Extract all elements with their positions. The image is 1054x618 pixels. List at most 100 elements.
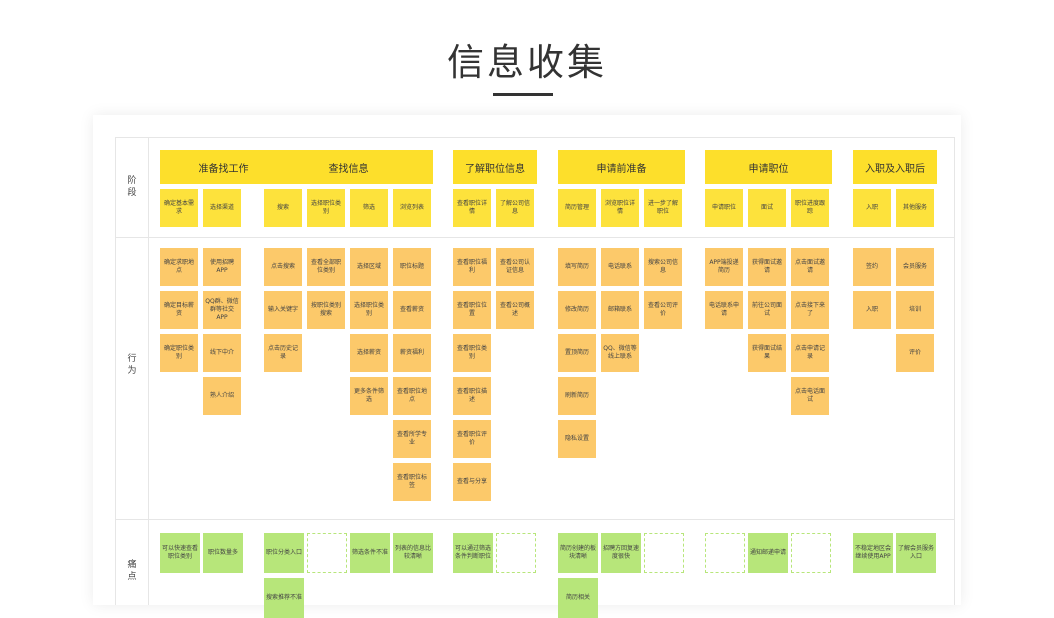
action-note: 输入关键字 [264, 291, 302, 329]
empty-pain-slot [705, 533, 745, 573]
action-note: 查看职位描述 [453, 377, 491, 415]
substage-note: 职位进度跟踪 [791, 189, 829, 227]
action-note: 查看所学专业 [393, 420, 431, 458]
action-note: 入职 [853, 291, 891, 329]
action-note: 获得面试邀请 [748, 248, 786, 286]
pain-note: 可以快速查看职位类别 [160, 533, 200, 573]
action-note: 前往公司面试 [748, 291, 786, 329]
pain-note: 筛选条件不准 [350, 533, 390, 573]
substage-note: 面试 [748, 189, 786, 227]
action-note: 查看职位位置 [453, 291, 491, 329]
substage-note: 选择职位类别 [307, 189, 345, 227]
action-note: 薪资福利 [393, 334, 431, 372]
page-title: 信息收集 [447, 41, 607, 84]
pain-note: 职位分类入口 [264, 533, 304, 573]
row-label-stage: 阶段 [127, 176, 137, 198]
pain-note: 了解会员服务入口 [896, 533, 936, 573]
pain-note: 简历相关 [558, 578, 598, 618]
action-note: 使用招聘APP [203, 248, 241, 286]
pain-note: 职位数量多 [203, 533, 243, 573]
action-note: 选择职位类别 [350, 291, 388, 329]
action-note: QQ群、微信群等社交APP [203, 291, 241, 329]
action-note: QQ、微信等线上联系 [601, 334, 639, 372]
substage-note: 其他服务 [896, 189, 934, 227]
action-note: 熟人介绍 [203, 377, 241, 415]
substage-note: 查看职位详情 [453, 189, 491, 227]
action-note: 查看与分享 [453, 463, 491, 501]
row-label-action: 行为 [127, 354, 137, 376]
substage-note: 了解公司信息 [496, 189, 534, 227]
pain-note: 可以通过筛选条件判断职位 [453, 533, 493, 573]
title-underline [493, 93, 553, 96]
action-note: 隐私设置 [558, 420, 596, 458]
action-note: 邮箱联系 [601, 291, 639, 329]
board-right-line [954, 137, 955, 605]
action-note: 职位标题 [393, 248, 431, 286]
action-note: 获得面试结果 [748, 334, 786, 372]
action-note: 确定求职地点 [160, 248, 198, 286]
pain-note: 招聘方回复速度很快 [601, 533, 641, 573]
action-note: 电话联系 [601, 248, 639, 286]
action-note: 点击电话面试 [791, 377, 829, 415]
pain-note: 不稳定地区会继续使用APP [853, 533, 893, 573]
row-label-pain: 痛点 [127, 560, 137, 582]
action-note: 查看公司概述 [496, 291, 534, 329]
stage-header: 查找信息 [264, 150, 433, 184]
action-note: 查看职位类别 [453, 334, 491, 372]
empty-pain-slot [307, 533, 347, 573]
label-column-divider [148, 137, 149, 605]
action-note: 修改简历 [558, 291, 596, 329]
action-note: 点击面试邀请 [791, 248, 829, 286]
pain-note: 列表的信息比较清晰 [393, 533, 433, 573]
row-divider-action-pain [115, 519, 955, 520]
action-note: 确定目标薪资 [160, 291, 198, 329]
action-note: 置顶简历 [558, 334, 596, 372]
empty-pain-slot [644, 533, 684, 573]
board-left-line [115, 137, 116, 605]
substage-note: 浏览列表 [393, 189, 431, 227]
action-note: 点击搜索 [264, 248, 302, 286]
pain-note: 搜索推荐不准 [264, 578, 304, 618]
action-note: 填写简历 [558, 248, 596, 286]
substage-note: 申请职位 [705, 189, 743, 227]
substage-note: 筛选 [350, 189, 388, 227]
action-note: APP端投递简历 [705, 248, 743, 286]
action-note: 评价 [896, 334, 934, 372]
action-note: 查看全部职位类别 [307, 248, 345, 286]
substage-note: 进一步了解职位 [644, 189, 682, 227]
action-note: 查看薪资 [393, 291, 431, 329]
substage-note: 搜索 [264, 189, 302, 227]
stage-header: 了解职位信息 [453, 150, 537, 184]
action-note: 搜索公司信息 [644, 248, 682, 286]
action-note: 查看公司评价 [644, 291, 682, 329]
empty-pain-slot [496, 533, 536, 573]
action-note: 刷新简历 [558, 377, 596, 415]
action-note: 培训 [896, 291, 934, 329]
stage-header: 入职及入职后 [853, 150, 937, 184]
action-note: 签约 [853, 248, 891, 286]
action-note: 更多条件筛选 [350, 377, 388, 415]
pain-note: 通知邮递申请 [748, 533, 788, 573]
action-note: 查看职位标签 [393, 463, 431, 501]
pain-note: 简历创建的板块清晰 [558, 533, 598, 573]
action-note: 查看职位评价 [453, 420, 491, 458]
action-note: 点击申请记录 [791, 334, 829, 372]
action-note: 选择区域 [350, 248, 388, 286]
substage-note: 入职 [853, 189, 891, 227]
action-note: 确定职位类别 [160, 334, 198, 372]
action-note: 按职位类别搜索 [307, 291, 345, 329]
action-note: 点击接下来了 [791, 291, 829, 329]
action-note: 查看职位地点 [393, 377, 431, 415]
substage-note: 确定基本需求 [160, 189, 198, 227]
row-divider-stage-action [115, 237, 955, 238]
stage-header: 申请职位 [705, 150, 832, 184]
substage-note: 浏览职位详情 [601, 189, 639, 227]
journey-map-board: 阶段 行为 痛点 准备找工作确定基本需求选择渠道确定求职地点确定目标薪资确定职位… [93, 115, 961, 618]
action-note: 电话联系申请 [705, 291, 743, 329]
action-note: 查看公司认证信息 [496, 248, 534, 286]
empty-pain-slot [791, 533, 831, 573]
action-note: 选择薪资 [350, 334, 388, 372]
action-note: 线下中介 [203, 334, 241, 372]
action-note: 查看职位福利 [453, 248, 491, 286]
stage-header: 申请前准备 [558, 150, 685, 184]
